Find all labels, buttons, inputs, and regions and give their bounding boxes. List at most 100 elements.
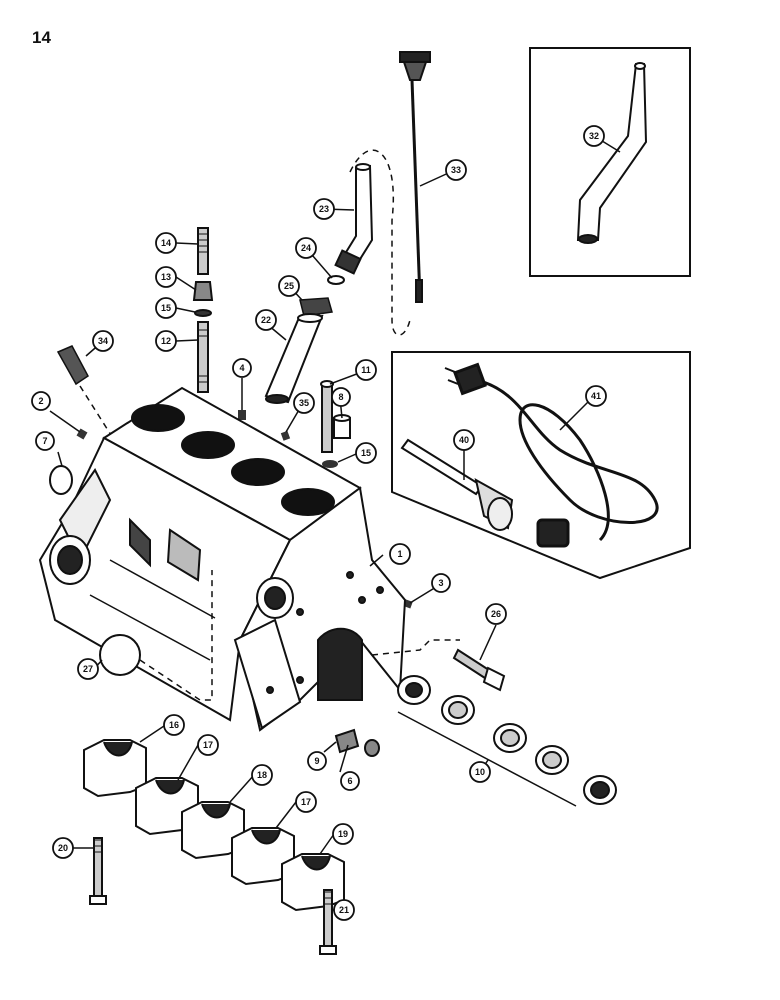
cap-bolt-part-20 xyxy=(89,837,107,905)
tube-part-22 xyxy=(264,313,324,404)
callout-11: 11 xyxy=(355,359,377,381)
callout-33: 33 xyxy=(445,159,467,181)
svg-text:26: 26 xyxy=(491,609,501,619)
inset-frame-heater xyxy=(391,351,691,580)
svg-text:34: 34 xyxy=(98,336,108,346)
expansion-plug-part-27 xyxy=(99,634,141,676)
svg-text:17: 17 xyxy=(203,740,213,750)
callout-16: 16 xyxy=(163,714,185,736)
svg-text:15: 15 xyxy=(361,448,371,458)
svg-text:35: 35 xyxy=(299,398,309,408)
callout-6: 6 xyxy=(340,771,360,791)
svg-text:12: 12 xyxy=(161,336,171,346)
bearing-caps-part xyxy=(83,739,345,912)
callout-8: 8 xyxy=(331,387,351,407)
callout-21: 21 xyxy=(333,899,355,921)
plug-part-35 xyxy=(280,430,291,441)
svg-text:40: 40 xyxy=(459,435,469,445)
fitting-part-34 xyxy=(56,345,89,386)
svg-text:41: 41 xyxy=(591,391,601,401)
callout-7: 7 xyxy=(35,431,55,451)
callout-17-lower: 17 xyxy=(295,791,317,813)
callout-3: 3 xyxy=(431,573,451,593)
dipstick-tube-alt-part xyxy=(576,62,648,244)
page-number: 14 xyxy=(32,28,51,47)
adapter-part-25 xyxy=(299,297,333,317)
callout-15-upper: 15 xyxy=(155,297,177,319)
svg-text:1: 1 xyxy=(397,549,402,559)
callout-17-upper: 17 xyxy=(197,734,219,756)
svg-text:20: 20 xyxy=(58,843,68,853)
sleeve-part-8 xyxy=(333,414,351,439)
svg-text:15: 15 xyxy=(161,303,171,313)
svg-text:22: 22 xyxy=(261,315,271,325)
svg-text:27: 27 xyxy=(83,664,93,674)
svg-text:11: 11 xyxy=(361,365,371,375)
dashed-leader-26 xyxy=(371,639,460,656)
callout-13: 13 xyxy=(155,266,177,288)
callout-9: 9 xyxy=(307,751,327,771)
svg-text:7: 7 xyxy=(42,436,47,446)
callout-15-lower: 15 xyxy=(355,442,377,464)
seal-ring-part-7 xyxy=(49,465,73,495)
inset-frame-dipstick-tube xyxy=(529,47,691,277)
cap-bolt-part-21 xyxy=(319,889,337,955)
callout-19: 19 xyxy=(332,823,354,845)
svg-text:17: 17 xyxy=(301,797,311,807)
svg-text:32: 32 xyxy=(589,131,599,141)
svg-text:33: 33 xyxy=(451,165,461,175)
svg-text:8: 8 xyxy=(338,392,343,402)
callout-18: 18 xyxy=(251,764,273,786)
svg-text:10: 10 xyxy=(475,767,485,777)
svg-text:18: 18 xyxy=(257,770,267,780)
plug-part-6 xyxy=(364,739,380,757)
dipstick-tube-part xyxy=(334,163,374,275)
svg-text:9: 9 xyxy=(314,756,319,766)
svg-text:16: 16 xyxy=(169,720,179,730)
svg-text:3: 3 xyxy=(438,578,443,588)
callout-41: 41 xyxy=(585,385,607,407)
callout-40: 40 xyxy=(453,429,475,451)
washer-part-15 xyxy=(322,460,338,468)
callout-24: 24 xyxy=(295,237,317,259)
callout-20: 20 xyxy=(52,837,74,859)
svg-text:19: 19 xyxy=(338,829,348,839)
dashed-leader-27 xyxy=(139,570,213,701)
svg-text:25: 25 xyxy=(284,281,294,291)
callout-35: 35 xyxy=(293,392,315,414)
bracket-leader-10 xyxy=(397,711,577,807)
dipstick-part xyxy=(399,51,431,303)
callout-23: 23 xyxy=(313,198,335,220)
svg-text:23: 23 xyxy=(319,204,329,214)
svg-text:14: 14 xyxy=(161,238,171,248)
heater-element-part xyxy=(400,438,514,531)
plug-part-9 xyxy=(334,728,360,754)
callouts: 1 2 3 4 6 7 8 9 10 11 12 13 14 15 15 16 … xyxy=(31,125,607,921)
callout-34: 34 xyxy=(92,330,114,352)
cam-bearings-part xyxy=(397,675,617,805)
callout-25: 25 xyxy=(278,275,300,297)
engine-block-part xyxy=(38,386,407,732)
callout-22: 22 xyxy=(255,309,277,331)
svg-text:4: 4 xyxy=(239,363,244,373)
heater-cord-part xyxy=(444,362,659,548)
callout-27: 27 xyxy=(77,658,99,680)
dashed-leader-tube-dipstick xyxy=(349,149,411,336)
callout-1: 1 xyxy=(389,543,411,565)
callout-10: 10 xyxy=(469,761,491,783)
stud-part-11 xyxy=(320,380,334,453)
callout-12: 12 xyxy=(155,330,177,352)
svg-text:24: 24 xyxy=(301,243,311,253)
callout-2: 2 xyxy=(31,391,51,411)
callout-32: 32 xyxy=(583,125,605,147)
plug-part-4 xyxy=(238,410,246,420)
stud-assembly xyxy=(192,227,214,393)
callout-4: 4 xyxy=(232,358,252,378)
bolt-part-26 xyxy=(452,648,506,692)
svg-text:6: 6 xyxy=(347,776,352,786)
callout-14: 14 xyxy=(155,232,177,254)
svg-text:21: 21 xyxy=(339,905,349,915)
svg-text:13: 13 xyxy=(161,272,171,282)
svg-text:2: 2 xyxy=(38,396,43,406)
